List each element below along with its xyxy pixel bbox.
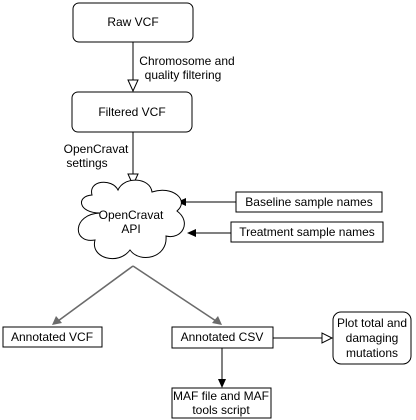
node-opencravat-api-line-1: OpenCravat	[99, 208, 164, 222]
node-plot-line-2: damaging	[346, 331, 399, 345]
edge-csv-to-maf	[218, 348, 226, 388]
node-opencravat-api: OpenCravat API	[77, 179, 185, 260]
node-maf-line-2: tools script	[192, 403, 250, 417]
edge-filtered-to-api	[127, 132, 139, 187]
node-treatment-label: Treatment sample names	[239, 225, 375, 239]
edge-label-filtering-line-2: quality filtering	[145, 68, 222, 82]
node-filtered-vcf-label: Filtered VCF	[98, 105, 165, 119]
edge-api-to-annotated-csv	[132, 265, 222, 325]
node-raw-vcf-label: Raw VCF	[107, 15, 158, 29]
node-baseline-sample-names: Baseline sample names	[235, 191, 383, 213]
node-treatment-sample-names: Treatment sample names	[230, 221, 384, 243]
edge-api-to-annotated-vcf	[52, 265, 134, 325]
node-annotated-vcf: Annotated VCF	[2, 326, 103, 348]
edge-label-filtering: Chromosome and quality filtering	[139, 53, 237, 83]
node-maf-tools: MAF file and MAF tools script	[171, 387, 272, 419]
edge-label-settings-line-2: settings	[66, 156, 107, 170]
edge-treatment-to-api	[187, 229, 231, 237]
node-annotated-vcf-label: Annotated VCF	[11, 330, 93, 344]
edge-baseline-to-api	[177, 198, 236, 206]
node-raw-vcf: Raw VCF	[72, 2, 194, 43]
node-maf-line-1: MAF file and MAF	[173, 389, 269, 403]
edge-label-filtering-line-1: Chromosome and	[139, 54, 234, 68]
node-plot-mutations: Plot total and damaging mutations	[332, 311, 412, 365]
node-plot-line-1: Plot total and	[337, 316, 407, 330]
node-annotated-csv: Annotated CSV	[171, 326, 274, 349]
edge-raw-to-filtered	[127, 42, 139, 93]
edge-csv-to-plot	[273, 332, 334, 344]
node-annotated-csv-label: Annotated CSV	[181, 330, 264, 344]
node-filtered-vcf: Filtered VCF	[71, 91, 193, 133]
node-baseline-label: Baseline sample names	[245, 195, 372, 209]
node-opencravat-api-line-2: API	[121, 222, 140, 236]
edge-label-settings: OpenCravat settings	[60, 140, 132, 172]
edge-label-settings-line-1: OpenCravat	[64, 142, 129, 156]
node-plot-line-3: mutations	[346, 346, 398, 360]
